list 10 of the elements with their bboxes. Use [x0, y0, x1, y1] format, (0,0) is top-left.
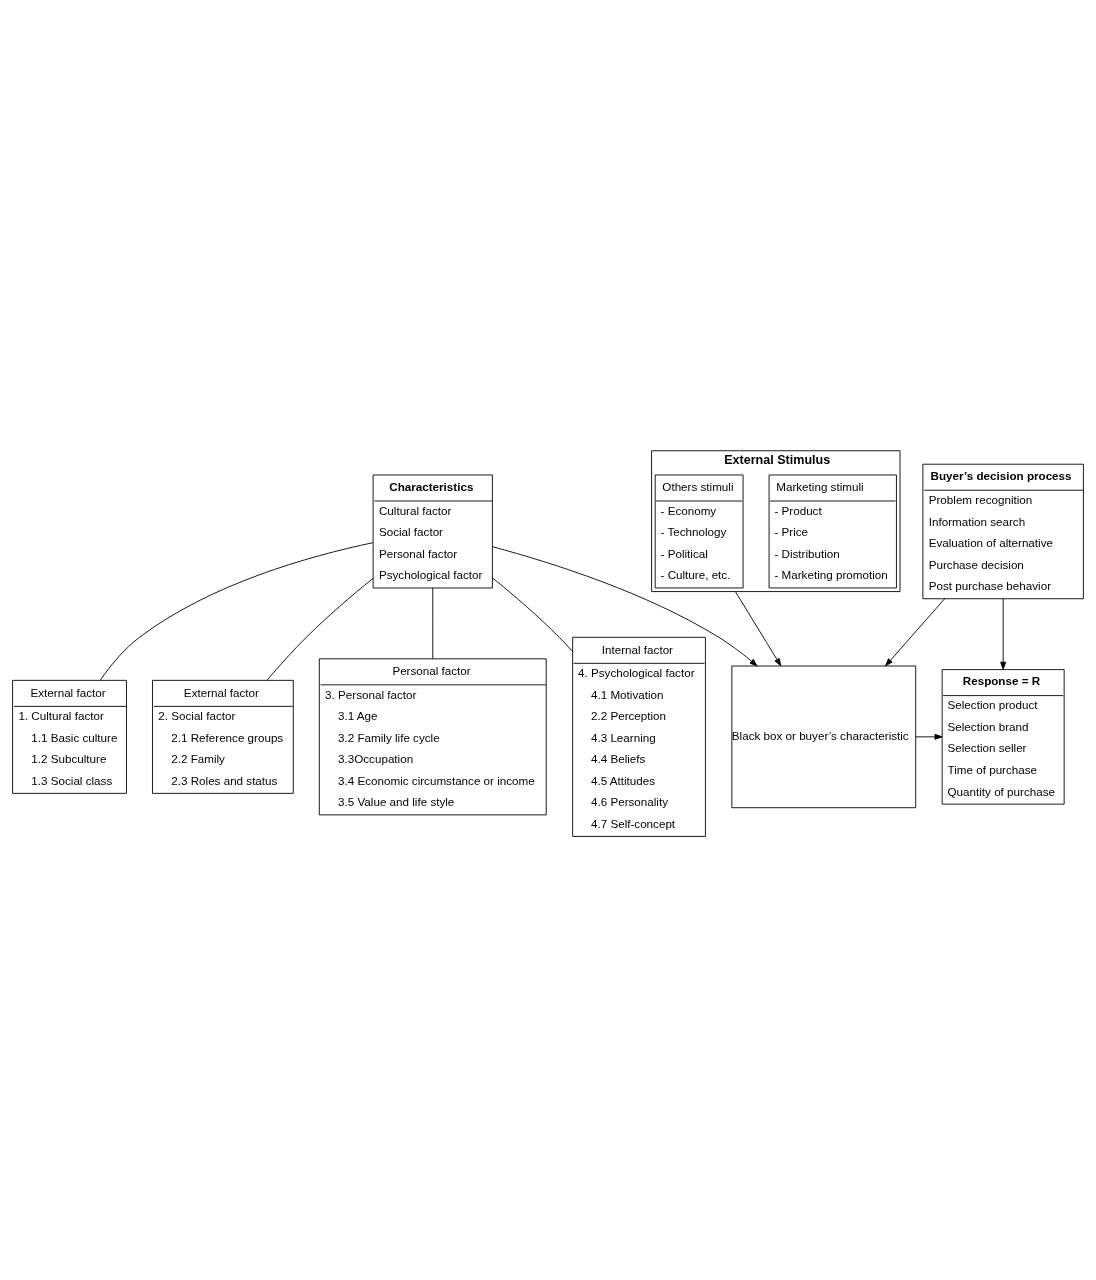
arrow [885, 598, 946, 667]
connector [492, 577, 574, 652]
arrow [1000, 598, 1007, 670]
arrow [915, 733, 943, 740]
arrow [492, 546, 758, 667]
connector [432, 587, 434, 660]
arrow [734, 591, 782, 667]
connector [266, 577, 374, 681]
node-box: Black box or buyer’s characteristic [731, 665, 917, 809]
connector [99, 542, 374, 681]
